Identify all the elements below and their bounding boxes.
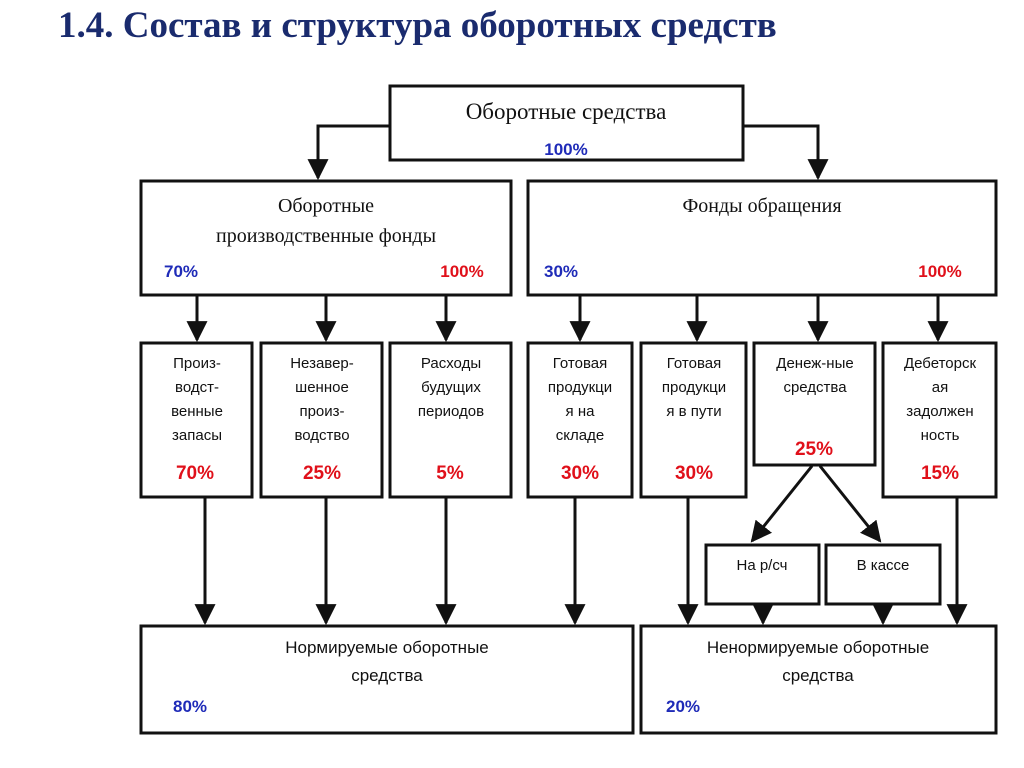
deferred-label-line2: будущих [421,379,481,396]
inventory-box [139,341,254,499]
cash-label-line1: Денеж-ные [776,355,853,372]
root-box [388,84,745,162]
circ-funds-share-total: 30% [544,262,578,281]
account-box [704,543,821,606]
unnormed-label-line2: средства [782,666,854,685]
normed-label-line2: средства [351,666,423,685]
transit-label-line1: Готовая [667,355,721,372]
normed-label-line1: Нормируемые оборотные [285,638,489,657]
connector-cash-register [818,465,882,543]
inventory-percent: 70% [176,463,214,484]
deferred-box [388,341,513,499]
account-label: На р/сч [737,557,788,574]
transit-percent: 30% [675,463,713,484]
warehouse-label-line3: я на [566,403,596,420]
warehouse-label-line1: Готовая [553,355,607,372]
receivables-percent: 15% [921,463,959,484]
root-label: Оборотные средства [466,99,667,124]
receivables-label-line3: задолжен [906,403,973,420]
connector-root-prod [307,124,390,181]
circ-funds-label: Фонды обращения [682,195,841,217]
wip-percent: 25% [303,463,341,484]
cash-label-line2: средства [783,379,847,396]
warehouse-percent: 30% [561,463,599,484]
deferred-label-line3: периодов [418,403,484,420]
unnormed-percent: 20% [666,697,700,716]
circ-funds-share-group: 100% [918,262,961,281]
prod-funds-share-group: 100% [440,262,483,281]
inventory-label-line3: венные [171,403,223,420]
unnormed-box [639,624,998,735]
cash-box [752,341,877,467]
slide-title: 1.4. Состав и структура оборотных средст… [58,5,777,46]
connector-cash-account [750,465,814,543]
inventory-label-line1: Произ- [173,355,221,372]
cash-percent: 25% [795,439,833,460]
wip-label-line4: водство [294,427,349,444]
transit-label-line3: я в пути [666,403,721,420]
wip-box [259,341,384,499]
inventory-label-line2: водст- [175,379,219,396]
receivables-box [881,341,998,499]
register-label: В кассе [857,557,910,574]
connectors [186,124,968,626]
unnormed-label-line1: Ненормируемые оборотные [707,638,929,657]
prod-funds-label-line2: производственные фонды [216,225,436,247]
normed-box [139,624,635,735]
transit-box [639,341,748,499]
transit-label-line2: продукци [662,379,726,396]
warehouse-box [526,341,634,499]
connector-root-circ [743,124,829,181]
warehouse-label-line4: складе [556,427,604,444]
warehouse-label-line2: продукци [548,379,612,396]
deferred-label-line1: Расходы [421,355,481,372]
deferred-percent: 5% [436,463,464,484]
prod-funds-label-line1: Оборотные [278,195,374,217]
register-box [824,543,942,606]
normed-percent: 80% [173,697,207,716]
receivables-label-line1: Дебеторск [904,355,976,372]
prod-funds-share-total: 70% [164,262,198,281]
circ-funds-box [526,179,998,297]
root-percent: 100% [544,140,587,159]
prod-funds-box [139,179,513,297]
wip-label-line3: произ- [299,403,344,420]
wip-label-line2: шенное [295,379,349,396]
inventory-label-line4: запасы [172,427,222,444]
wip-label-line1: Незавер- [290,355,354,372]
receivables-label-line2: ая [932,379,948,396]
receivables-label-line4: ность [921,427,960,444]
